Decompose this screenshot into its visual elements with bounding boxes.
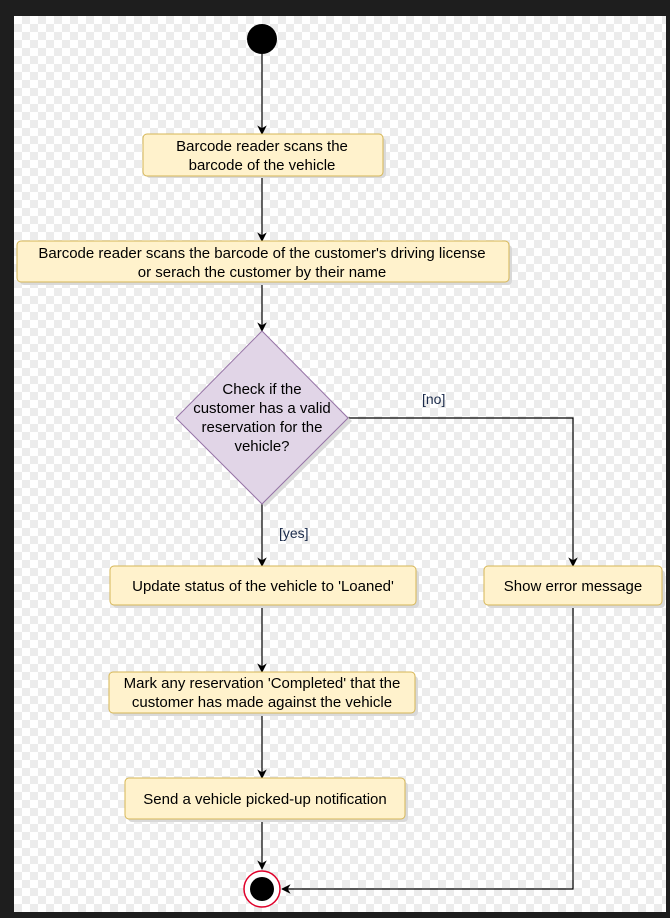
activity-diagram: Barcode reader scans the barcode of the … (16, 24, 665, 908)
mark-completed-line-1: Mark any reservation 'Completed' that th… (124, 675, 401, 692)
scan-vehicle-line-1: Barcode reader scans the (176, 138, 348, 155)
diagram-canvas: Barcode reader scans the barcode of the … (14, 16, 666, 912)
scan-license-line-2: or serach the customer by their name (138, 264, 386, 281)
scan-license-line-1: Barcode reader scans the barcode of the … (38, 245, 485, 262)
action-mark-completed[interactable]: Mark any reservation 'Completed' that th… (108, 671, 418, 716)
action-update-status[interactable]: Update status of the vehicle to 'Loaned' (109, 565, 419, 608)
action-send-notification[interactable]: Send a vehicle picked-up notification (124, 777, 408, 822)
start-node[interactable] (247, 24, 277, 54)
error-label: Show error message (504, 578, 642, 595)
edge-decision-no (348, 417, 578, 567)
mark-completed-line-2: customer has made against the vehicle (132, 694, 392, 711)
edge-error-to-end (281, 605, 574, 894)
guard-no-label: [no] (422, 391, 445, 407)
decision-valid-reservation[interactable]: Check if the customer has a valid reserv… (175, 330, 352, 507)
edges (257, 54, 578, 894)
action-scan-license[interactable]: Barcode reader scans the barcode of the … (16, 240, 512, 285)
update-status-label: Update status of the vehicle to 'Loaned' (132, 578, 394, 595)
action-show-error[interactable]: Show error message (483, 565, 665, 608)
decision-line-4: vehicle? (234, 438, 289, 455)
decision-line-3: reservation for the (202, 419, 323, 436)
decision-line-1: Check if the (222, 381, 301, 398)
notify-label: Send a vehicle picked-up notification (143, 791, 387, 808)
action-scan-vehicle[interactable]: Barcode reader scans the barcode of the … (142, 133, 386, 178)
guard-yes-label: [yes] (279, 525, 309, 541)
end-node[interactable] (243, 870, 281, 908)
decision-line-2: customer has a valid (193, 400, 331, 417)
scan-vehicle-line-2: barcode of the vehicle (189, 157, 336, 174)
